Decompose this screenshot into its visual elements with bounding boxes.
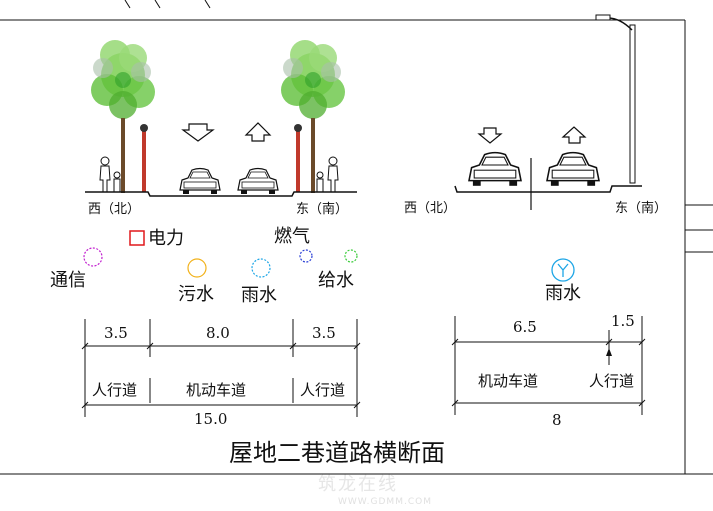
- lane-left-sidewalk: 人行道: [92, 381, 138, 399]
- car-icon: [468, 151, 522, 187]
- light-pole-icon: [142, 130, 146, 192]
- dim-left-sidewalk: 3.5: [104, 324, 128, 342]
- sewage-pipe-icon: [187, 258, 207, 278]
- telecom-label: 通信: [50, 270, 86, 291]
- dimension-lines: [451, 316, 646, 415]
- arrow-down-icon: [181, 123, 215, 142]
- arrow-up-icon: [244, 122, 272, 142]
- dim-right-sidewalk: 3.5: [312, 324, 336, 342]
- power-label: 电力: [148, 228, 184, 249]
- dim-roadway: 8.0: [206, 324, 230, 342]
- storm-label: 雨水: [241, 285, 277, 306]
- car-icon: [237, 167, 279, 195]
- frame-tick: [204, 0, 211, 9]
- dim-roadway: 6.5: [513, 318, 537, 336]
- lane-roadway: 机动车道: [186, 381, 247, 399]
- pedestrian-icon: [99, 156, 121, 193]
- street-lamp-icon: [629, 24, 636, 184]
- pedestrian-icon: [316, 156, 339, 193]
- lane-right-sidewalk: 人行道: [300, 381, 346, 399]
- frame-tick: [154, 0, 161, 9]
- direction-east-label: 东（南）: [615, 201, 668, 216]
- dimension-lines: [81, 319, 361, 417]
- power-pipe-icon: [129, 230, 145, 246]
- direction-east-label: 东（南）: [296, 202, 349, 217]
- lane-sidewalk: 人行道: [589, 372, 635, 390]
- dim-sidewalk: 1.5: [611, 312, 635, 330]
- water-label: 给水: [318, 270, 354, 291]
- arrow-up-icon: [561, 126, 587, 144]
- total-width: 8: [552, 411, 562, 429]
- direction-west-label: 西（北）: [88, 202, 141, 217]
- storm-pipe-icon: [251, 258, 271, 278]
- water-pipe-icon: [344, 249, 358, 263]
- gas-label: 燃气: [274, 226, 310, 247]
- left-cross-section: [81, 40, 361, 417]
- light-pole-icon: [296, 130, 300, 192]
- direction-west-label: 西（北）: [404, 201, 457, 216]
- sewage-label: 污水: [178, 284, 214, 305]
- total-width: 15.0: [194, 410, 228, 428]
- car-icon: [546, 151, 600, 187]
- ground-line: [85, 191, 357, 197]
- storm-pipe-icon: [551, 258, 575, 282]
- drawing-title: 屋地二巷道路横断面: [229, 439, 445, 467]
- storm-label: 雨水: [545, 283, 581, 304]
- tree-icon: [91, 40, 155, 193]
- lane-roadway: 机动车道: [478, 372, 539, 390]
- ground-line: [454, 185, 642, 193]
- arrow-down-icon: [477, 127, 503, 144]
- telecom-pipe-icon: [83, 247, 103, 267]
- right-cross-section: [451, 14, 646, 415]
- frame-tick: [124, 0, 131, 9]
- watermark-brand: 筑龙在线: [318, 474, 398, 495]
- car-icon: [179, 167, 221, 195]
- tree-icon: [281, 40, 345, 193]
- watermark-url: WWW.GDMM.COM: [338, 497, 432, 507]
- gas-pipe-icon: [299, 249, 313, 263]
